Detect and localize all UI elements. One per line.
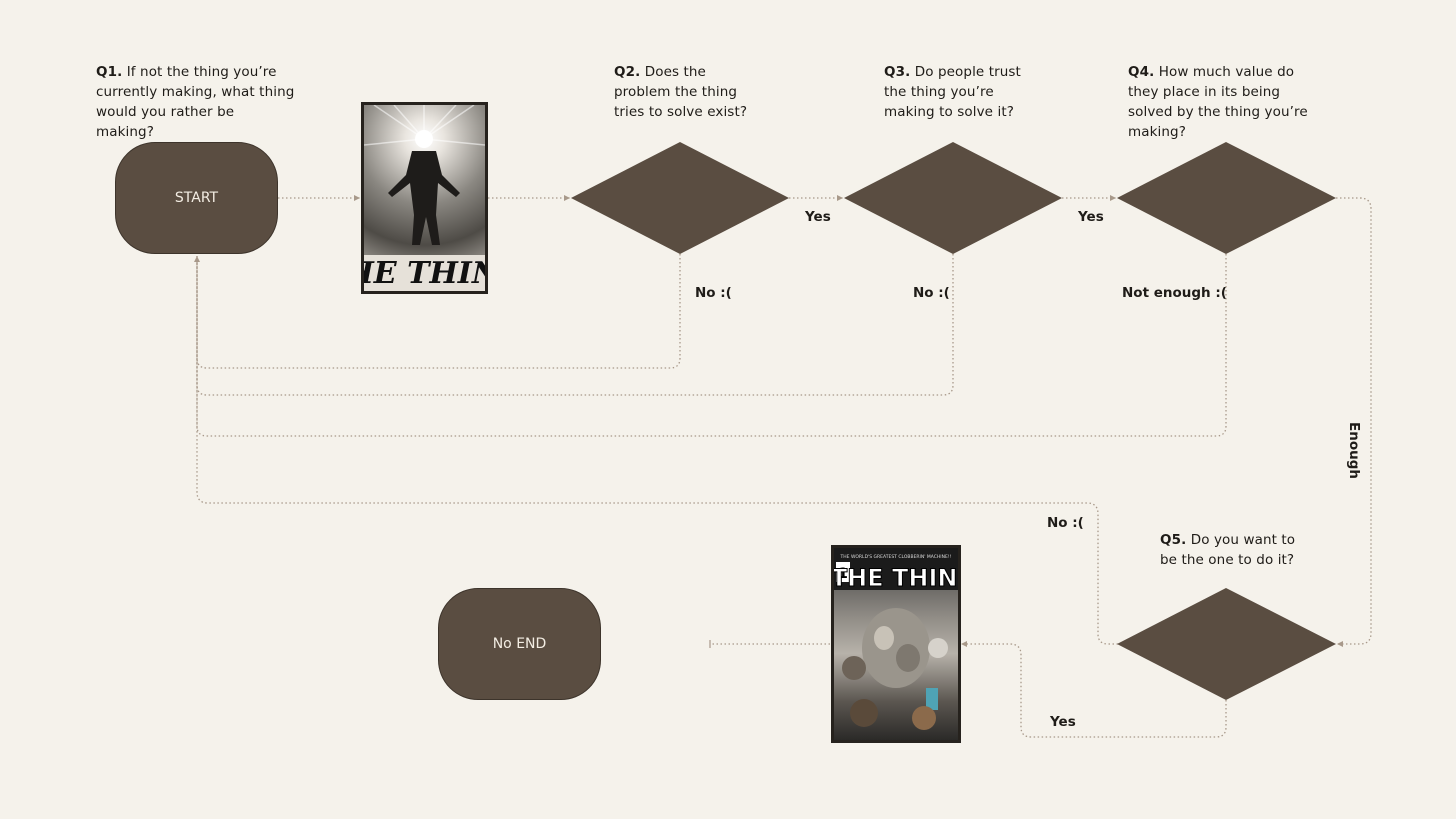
- q2-number: Q2.: [614, 64, 640, 80]
- q5-yes-label: Yes: [1050, 714, 1076, 730]
- q3-number: Q3.: [884, 64, 910, 80]
- q1-question: Q1. If not the thing you’re currently ma…: [96, 62, 296, 142]
- q1-text: If not the thing you’re currently making…: [96, 64, 294, 140]
- q5-no-label: No :(: [1047, 515, 1084, 531]
- edge-q5-no: [197, 256, 1118, 644]
- q4-decision-diamond: [1117, 142, 1336, 254]
- edge-q3-no: [197, 254, 953, 395]
- q4-question: Q4. How much value do they place in its …: [1128, 62, 1328, 142]
- q4-enough-label: Enough: [1346, 422, 1362, 479]
- the-thing-movie-poster: THE THING: [361, 102, 488, 294]
- poster2-tagline: THE WORLD'S GREATEST CLOBBERIN' MACHINE!…: [840, 554, 952, 560]
- q5-question: Q5. Do you want to be the one to do it?: [1160, 530, 1310, 570]
- q2-no-label: No :(: [695, 285, 732, 301]
- q4-not-enough-label: Not enough :(: [1122, 285, 1227, 301]
- end-node: No END: [438, 588, 601, 700]
- comic-cover-icon: THE WORLD'S GREATEST CLOBBERIN' MACHINE!…: [834, 548, 958, 740]
- q3-no-label: No :(: [913, 285, 950, 301]
- q5-decision-diamond: [1117, 588, 1336, 700]
- q3-question: Q3. Do people trust the thing you’re mak…: [884, 62, 1024, 122]
- q3-yes-label: Yes: [1078, 209, 1104, 225]
- edge-q4-not-enough: [197, 254, 1226, 436]
- poster2-title: THE THING: [834, 564, 958, 592]
- q2-yes-label: Yes: [805, 209, 831, 225]
- the-thing-comic-cover: THE WORLD'S GREATEST CLOBBERIN' MACHINE!…: [831, 545, 961, 743]
- edge-q4-enough: [1336, 198, 1371, 644]
- q5-number: Q5.: [1160, 532, 1186, 548]
- q4-number: Q4.: [1128, 64, 1154, 80]
- q2-decision-diamond: [571, 142, 789, 254]
- start-node: START: [115, 142, 278, 254]
- q3-decision-diamond: [844, 142, 1062, 254]
- q4-text: How much value do they place in its bein…: [1128, 64, 1308, 140]
- movie-poster-silhouette-icon: THE THING: [364, 105, 485, 291]
- q2-question: Q2. Does the problem the thing tries to …: [614, 62, 754, 122]
- poster1-title: THE THING: [364, 256, 485, 291]
- q1-number: Q1.: [96, 64, 122, 80]
